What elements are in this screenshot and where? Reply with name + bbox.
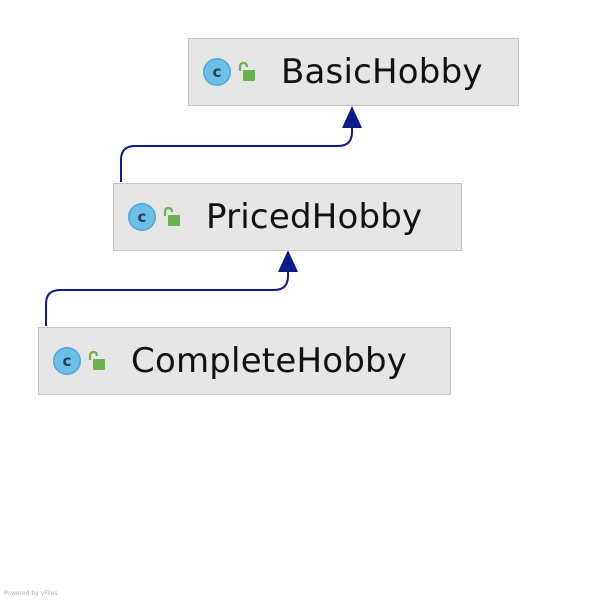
class-icon: c xyxy=(203,58,231,86)
powered-by-footer: Powered by yFiles xyxy=(4,590,58,597)
arrowhead-priced xyxy=(278,250,298,272)
class-node-completehobby[interactable]: c CompleteHobby xyxy=(38,327,451,395)
edge-complete-to-priced xyxy=(45,268,289,326)
class-icon: c xyxy=(53,347,81,375)
edge-priced-to-basic xyxy=(120,124,353,182)
unlock-icon xyxy=(163,206,180,226)
class-icon: c xyxy=(128,203,156,231)
unlock-icon xyxy=(238,61,255,81)
class-node-pricedhobby[interactable]: c PricedHobby xyxy=(113,183,462,251)
class-name-label: PricedHobby xyxy=(206,197,423,237)
class-name-label: CompleteHobby xyxy=(131,341,408,381)
class-node-basichobby[interactable]: c BasicHobby xyxy=(188,38,519,106)
class-name-label: BasicHobby xyxy=(281,52,483,92)
unlock-icon xyxy=(88,350,105,370)
arrowhead-basic xyxy=(342,106,362,128)
